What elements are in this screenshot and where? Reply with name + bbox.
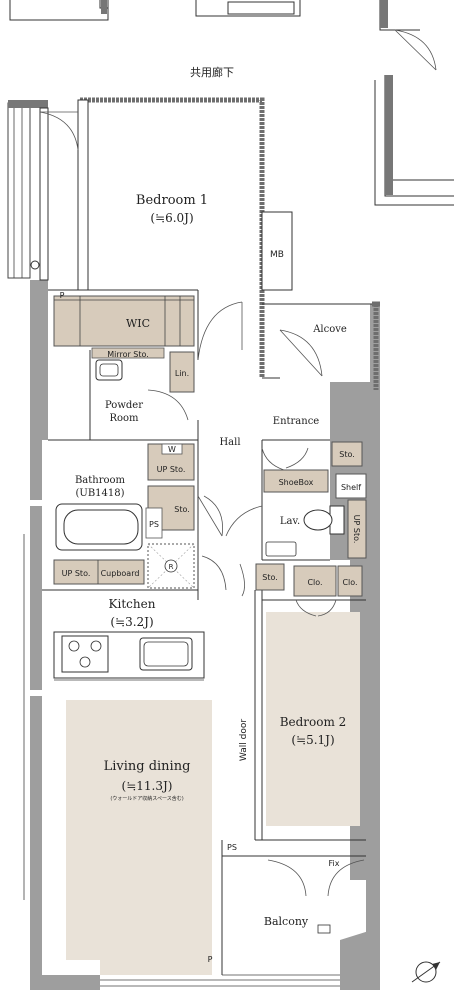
sink-icon: [139, 637, 193, 671]
storage-hall: [255, 563, 285, 591]
w-label: W: [168, 445, 176, 454]
sto-entrance-label: Sto.: [339, 450, 355, 459]
shelf-box: [335, 473, 367, 499]
cupboard-label: Cupboard: [101, 569, 140, 578]
compass-icon: [411, 961, 441, 983]
p-label-bottom: P: [208, 955, 213, 964]
bedroom2-name: Bedroom 2: [280, 715, 347, 729]
powder-line1: Powder: [105, 400, 143, 411]
lav-counter: [265, 541, 297, 557]
closet-1: [293, 565, 337, 597]
bathroom-line1: Bathroom: [75, 475, 126, 486]
bathroom-line2: (UB1418): [75, 488, 124, 499]
living-name: Living dining: [104, 759, 191, 774]
balcony-label: Balcony: [264, 915, 309, 928]
up-sto-cupboard-label: UP Sto.: [62, 569, 91, 578]
powder-line2: Room: [109, 413, 139, 424]
bathtub-icon: [55, 503, 143, 551]
wic-label: WIC: [126, 317, 150, 330]
corridor-label: 共用廊下: [190, 65, 234, 79]
living-floor: [66, 700, 212, 975]
up-sto-bath-label: UP Sto.: [157, 465, 186, 474]
shelf-label: Shelf: [341, 483, 361, 492]
stove-icon: [61, 635, 109, 673]
kitchen-name: Kitchen: [109, 597, 156, 611]
up-sto-lav-label: UP Sto.: [352, 515, 361, 544]
entrance-label: Entrance: [273, 416, 320, 427]
sto-hall-label: Sto.: [262, 573, 278, 582]
interior-walls: [42, 289, 372, 975]
shoebox: [263, 469, 329, 493]
shoebox-label: ShoeBox: [279, 478, 314, 487]
refrigerator-space: [147, 543, 195, 589]
door-swings: [147, 301, 365, 897]
washer-box: [161, 443, 183, 455]
lin-label: Lin.: [175, 369, 189, 378]
hall-label: Hall: [219, 437, 240, 448]
mb-box: [261, 211, 293, 291]
cupboard-storage: [53, 559, 145, 585]
balcony-outlet: [317, 924, 331, 934]
mirror-label: Mirror Sto.: [107, 350, 149, 359]
ps-box-mid: [145, 507, 163, 539]
bedroom1-window: [7, 100, 79, 281]
neighbor-walls-top: [9, 0, 454, 206]
storage-entrance: [331, 441, 363, 467]
toilet-icon: [303, 505, 345, 535]
wall-door-label: Wall door: [239, 719, 249, 761]
sto-bath-label: Sto.: [174, 505, 190, 514]
ps-bottom-label: PS: [227, 843, 237, 852]
p-label-top: P: [60, 291, 65, 300]
linen-storage: [169, 351, 195, 393]
wic-storage: [53, 295, 195, 347]
up-storage-lav: [347, 499, 367, 559]
living-area: (≒11.3J): [122, 779, 173, 793]
bedroom2-area: (≒5.1J): [291, 733, 334, 747]
washbasin-icon: [95, 359, 123, 381]
clo2-label: Clo.: [342, 578, 357, 587]
clo1-label: Clo.: [307, 578, 322, 587]
lav-label: Lav.: [280, 516, 300, 527]
ps-mid-label: PS: [149, 520, 159, 529]
mb-label: MB: [270, 250, 284, 260]
bedroom1-area: (≒6.0J): [150, 211, 193, 225]
living-window: [100, 974, 340, 987]
living-note: (ウォールドア収納スペース含む): [110, 795, 183, 802]
kitchen-area: (≒3.2J): [110, 615, 153, 629]
bedroom1-name: Bedroom 1: [136, 193, 208, 208]
closet-2: [337, 565, 363, 597]
mirror-storage: [91, 347, 165, 359]
alcove-label: Alcove: [312, 324, 347, 335]
kitchen-counter: [53, 631, 205, 679]
r-label: R: [169, 563, 174, 571]
fix-label: Fix: [329, 859, 340, 868]
bedroom2-floor: [266, 612, 360, 826]
